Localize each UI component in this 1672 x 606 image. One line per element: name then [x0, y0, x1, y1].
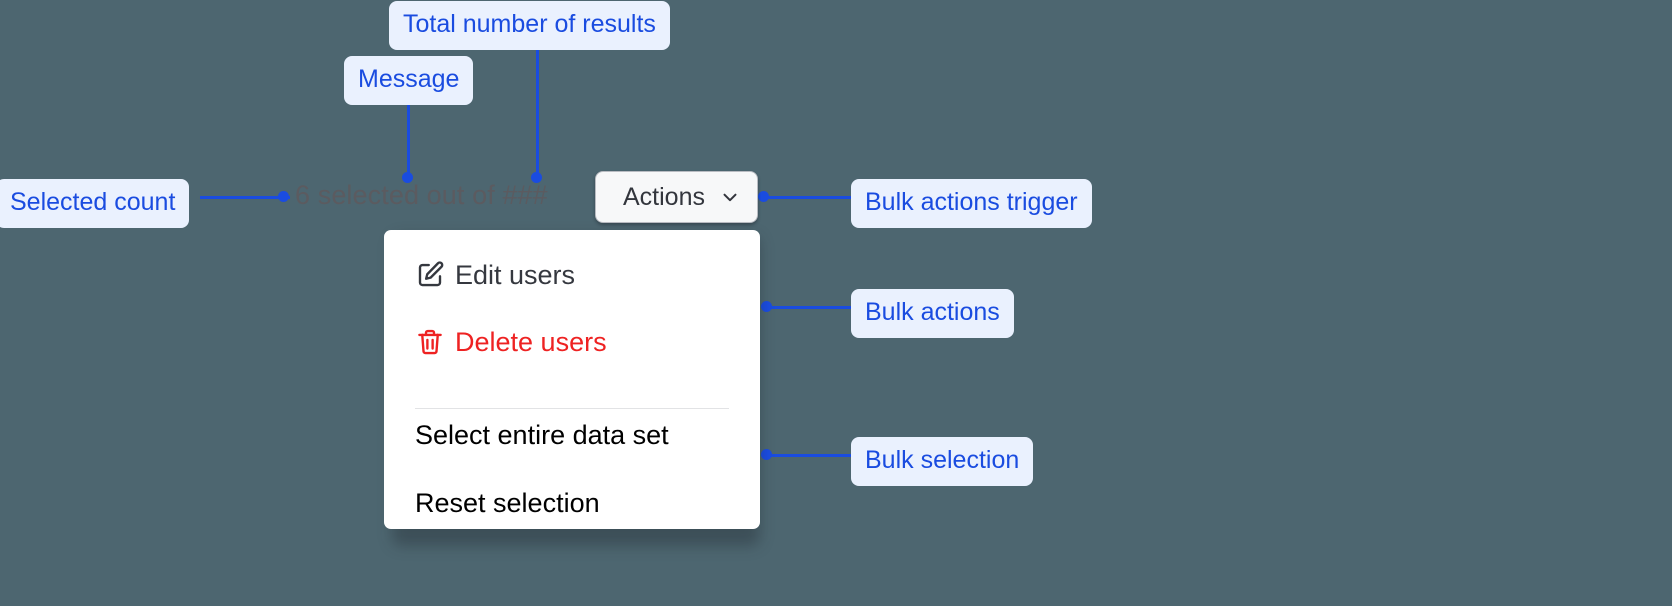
- connector-message: [407, 90, 410, 178]
- annotation-bulk-actions-trigger: Bulk actions trigger: [851, 179, 1092, 228]
- selected-count-message: 6 selected out of ###: [295, 180, 548, 210]
- menu-item-select-entire-data-set[interactable]: Select entire data set: [384, 412, 760, 458]
- connector-bulk-actions-trigger: [762, 196, 854, 199]
- menu-item-edit-users[interactable]: Edit users: [384, 252, 760, 298]
- menu-item-reset-selection[interactable]: Reset selection: [384, 480, 760, 526]
- connector-selected-count: [200, 196, 290, 199]
- annotation-selected-count: Selected count: [0, 179, 190, 228]
- menu-item-label: Edit users: [455, 259, 576, 290]
- menu-divider: [415, 408, 729, 409]
- bulk-actions-dropdown-menu: Edit users Delete users Select entire da…: [384, 230, 760, 529]
- menu-item-label: Reset selection: [415, 487, 600, 518]
- bulk-actions-trigger-button[interactable]: Actions: [595, 171, 758, 223]
- menu-item-delete-users[interactable]: Delete users: [384, 319, 760, 365]
- connector-dot-bulk-selection: [761, 449, 772, 460]
- annotation-total-number-of-results: Total number of results: [389, 1, 670, 50]
- trash-icon: [415, 327, 455, 357]
- annotation-message: Message: [344, 56, 474, 105]
- connector-bulk-selection: [766, 454, 856, 457]
- connector-total-results: [536, 38, 539, 178]
- annotation-bulk-selection: Bulk selection: [851, 437, 1034, 486]
- menu-item-label: Delete users: [455, 326, 607, 357]
- pencil-square-icon: [415, 260, 455, 290]
- connector-dot-total-results: [531, 172, 542, 183]
- connector-dot-bulk-actions: [761, 301, 772, 312]
- connector-dot-bulk-actions-trigger: [758, 191, 769, 202]
- connector-dot-selected-count: [278, 191, 289, 202]
- connector-dot-message: [402, 172, 413, 183]
- menu-item-label: Select entire data set: [415, 419, 669, 450]
- actions-button-label: Actions: [623, 182, 705, 211]
- annotation-bulk-actions: Bulk actions: [851, 289, 1014, 338]
- chevron-down-icon: [719, 186, 741, 208]
- connector-bulk-actions: [766, 306, 856, 309]
